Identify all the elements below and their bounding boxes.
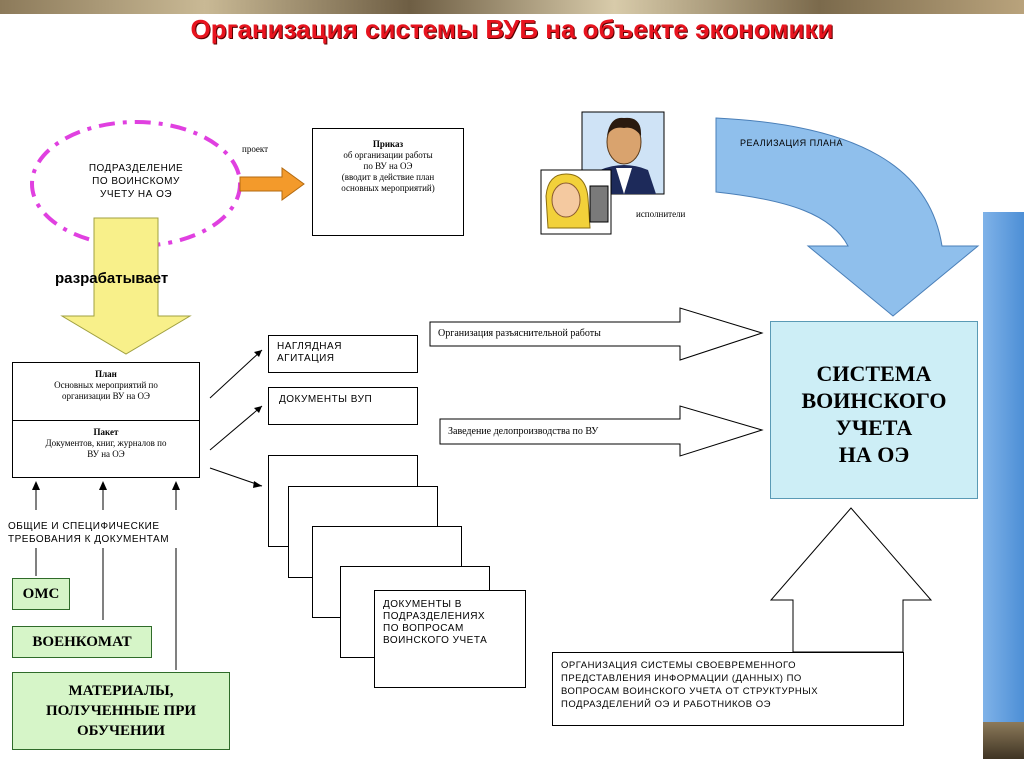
docs-vup-box: ДОКУМЕНТЫ ВУП [268,387,418,425]
requirements-label: ОБЩИЕ И СПЕЦИФИЧЕСКИЕ ТРЕБОВАНИЯ К ДОКУМ… [8,521,170,545]
arrow-records-shape [439,405,764,457]
oms-box: ОМС [12,578,70,610]
executors-label: исполнители [636,209,686,219]
decorative-strip [0,0,1024,14]
blue-curved-arrow [715,117,980,317]
voenkomat-box: ВОЕНКОМАТ [12,626,152,658]
proekt-label: проект [242,144,269,154]
arrow-records-label: Заведение делопроизводства по ВУ [448,426,599,437]
dept-ellipse-text: ПОДРАЗДЕЛЕНИЕ ПО ВОИНСКОМУ УЧЕТУ НА ОЭ [88,163,184,200]
realization-label: РЕАЛИЗАЦИЯ ПЛАНА [740,138,844,148]
plan-box: План Основных мероприятий по организации… [12,362,200,478]
yellow-down-arrow [60,217,192,355]
docs-divisions-box: ДОКУМЕНТЫ В ПОДРАЗДЕЛЕНИЯХ ПО ВОПРОСАМ В… [374,590,526,688]
arrow-explain-label: Организация разъяснительной работы [438,328,601,339]
right-blue-band [983,212,1024,722]
page-title: Организация системы ВУБ на объекте эконо… [190,14,834,44]
header-area [0,0,1024,105]
plan-section: План Основных мероприятий по организации… [13,363,199,421]
info-system-box: ОРГАНИЗАЦИЯ СИСТЕМЫ СВОЕВРЕМЕННОГО ПРЕДС… [552,652,904,726]
packet-section: Пакет Документов, книг, журналов по ВУ н… [45,427,167,459]
razrabatyvaet-label: разрабатывает [55,270,169,287]
woman-illustration [540,169,612,235]
orange-arrow [239,167,305,201]
white-up-arrow [769,507,933,653]
right-bottom-decoration [983,722,1024,759]
arrow-explain-shape [429,307,764,361]
agitation-box: НАГЛЯДНАЯ АГИТАЦИЯ [268,335,418,373]
materials-box: МАТЕРИАЛЫ, ПОЛУЧЕННЫЕ ПРИ ОБУЧЕНИИ [12,672,230,750]
prikaz-box: Приказ об организации работы по ВУ на ОЭ… [312,128,464,236]
system-box: СИСТЕМА ВОИНСКОГО УЧЕТА НА ОЭ [770,321,978,499]
